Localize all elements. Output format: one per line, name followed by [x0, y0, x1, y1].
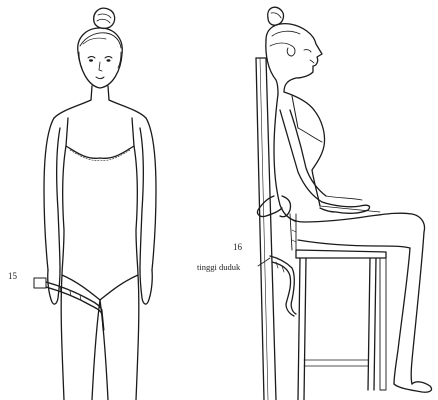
marker-16-label: 16	[233, 243, 242, 252]
seated-figure	[256, 7, 432, 400]
marker-15-label: 15	[8, 272, 17, 281]
seated-hair-bun	[268, 7, 284, 25]
hip-measuring-tape	[34, 278, 104, 330]
standing-hair-bun	[94, 8, 115, 28]
standing-figure	[34, 8, 156, 400]
seated-measuring-tape	[270, 214, 296, 316]
height-measuring-pole	[256, 58, 276, 400]
seated-head	[266, 24, 322, 92]
chair	[296, 250, 386, 400]
seated-height-caption: tinggi duduk	[197, 263, 240, 272]
